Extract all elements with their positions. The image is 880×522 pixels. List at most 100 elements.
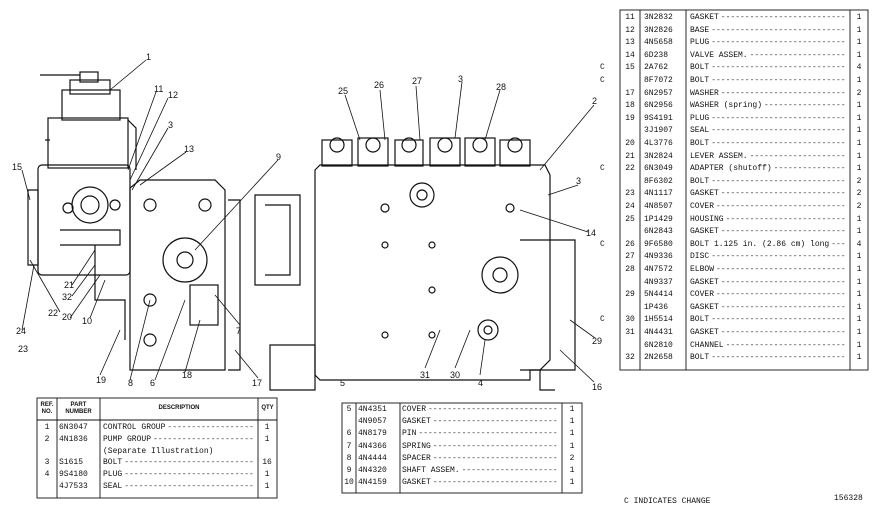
leader-dots: --------------------------- <box>428 405 558 414</box>
cell-qty: 1 <box>856 101 862 111</box>
cell-qty: 4 <box>856 239 862 249</box>
callout-6: 6 <box>150 378 156 388</box>
leader-dots: ---------------------------- <box>711 76 846 85</box>
callout-25: 25 <box>338 86 349 96</box>
cell-part: 3J1907 <box>644 126 673 136</box>
cell-desc: BOLT <box>690 353 710 363</box>
cell-part: 4N4444 <box>358 453 387 463</box>
cell-qty: 2 <box>856 202 862 211</box>
leader-dots: ---------------------------- <box>711 38 846 48</box>
cell-qty: 1 <box>856 340 862 350</box>
leader-dots: -------------------------- <box>720 227 846 237</box>
cell-part: 1H5514 <box>644 315 673 325</box>
cell-desc: GASKET <box>690 189 719 199</box>
leader-dots: -------------------------- <box>720 302 846 312</box>
callout-7: 7 <box>236 326 242 336</box>
cell-ref: 14 <box>625 50 635 60</box>
cell-qty: 1 <box>856 38 862 48</box>
cell-desc: GASKET <box>690 328 719 337</box>
callout-3: 3 <box>168 120 174 130</box>
cell-desc: (Separate Illustration) <box>103 446 214 456</box>
leader-dots: -------------------- <box>749 50 846 60</box>
cell-mark: C <box>600 315 605 325</box>
cell-desc: GASKET <box>690 302 719 312</box>
cell-ref: 11 <box>625 13 635 22</box>
cell-part: 6N2956 <box>644 101 673 111</box>
leader-dots: -------------------------- <box>432 417 558 427</box>
callout-10: 10 <box>82 316 93 326</box>
cell-part: 3N2832 <box>644 13 673 22</box>
callout-12: 12 <box>168 90 179 100</box>
cell-ref: 28 <box>625 265 635 274</box>
cell-part: S1615 <box>59 458 84 468</box>
cell-desc: GASKET <box>690 227 719 237</box>
cell-part: 6N2843 <box>644 227 673 237</box>
cell-part: 4N1117 <box>644 189 673 199</box>
callout-16: 16 <box>592 382 603 392</box>
cell-ref: 27 <box>625 252 635 262</box>
callout-27: 27 <box>412 76 423 86</box>
cell-part: 4N8507 <box>644 202 673 211</box>
callout-9: 9 <box>276 152 282 162</box>
cell-part: 8F6302 <box>644 176 673 186</box>
leader-dots: ----------------------------- <box>418 429 558 439</box>
cell-part: 4N7572 <box>644 265 673 274</box>
cell-mark: C <box>600 239 605 249</box>
cell-qty: 2 <box>856 189 862 199</box>
cell-part: 4N4320 <box>358 466 387 475</box>
cell-desc: BASE <box>690 25 710 35</box>
leader-dots: -------------------------- <box>720 88 846 98</box>
leader-dots: --------------------- <box>153 434 254 444</box>
table-borders <box>36 9 869 499</box>
cell-ref: 29 <box>625 290 635 300</box>
cell-desc: GASKET <box>402 478 431 488</box>
cell-ref: 8 <box>346 453 352 463</box>
cell-ref: 18 <box>625 101 635 111</box>
cell-ref: 10 <box>344 478 354 488</box>
cell-part: 4N1836 <box>59 434 88 444</box>
callout-31: 31 <box>420 370 431 380</box>
cell-qty: 1 <box>856 315 862 325</box>
cell-ref: 24 <box>625 202 635 211</box>
cell-qty: 1 <box>856 76 862 85</box>
control-group-drawing <box>40 71 137 170</box>
header-ref: REF. NO. <box>40 402 54 415</box>
cell-ref: 12 <box>625 25 635 35</box>
cell-part: 4N5658 <box>644 38 673 48</box>
cell-qty: 1 <box>856 328 862 337</box>
cell-part: 4J7533 <box>59 482 88 491</box>
cell-qty: 1 <box>856 214 862 224</box>
leader-dots: ------------------------- <box>725 340 846 350</box>
cell-qty: 1 <box>856 139 862 148</box>
cell-ref: 1 <box>44 423 50 432</box>
cell-desc: SEAL <box>690 126 710 136</box>
leader-dots: ---------------------------- <box>711 353 846 363</box>
cell-desc: SHAFT ASSEM. <box>402 466 460 475</box>
cell-ref: 19 <box>625 113 635 123</box>
cell-desc: COVER <box>690 290 715 300</box>
callout-1: 1 <box>146 52 152 62</box>
callout-13: 13 <box>184 144 195 154</box>
cell-qty: 2 <box>856 176 862 186</box>
cell-desc: BOLT <box>690 139 710 148</box>
cell-desc: SEAL <box>103 482 123 491</box>
cell-desc: DISC <box>690 252 710 262</box>
cell-desc: CONTROL GROUP <box>103 423 166 432</box>
cell-ref: 30 <box>625 315 635 325</box>
cell-ref: 25 <box>625 214 635 224</box>
callout-30: 30 <box>450 370 461 380</box>
callout-3: 3 <box>576 176 582 186</box>
cell-ref: 9 <box>346 466 352 475</box>
cell-qty: 1 <box>856 227 862 237</box>
cell-desc: LEVER ASSEM. <box>690 151 748 161</box>
cell-qty: 1 <box>856 50 862 60</box>
callout-26: 26 <box>374 80 385 90</box>
cell-desc: SPRING <box>402 441 431 451</box>
cell-ref: 6 <box>346 429 352 439</box>
leader-dots: ---------------------------- <box>711 126 846 136</box>
cell-ref: 13 <box>625 38 635 48</box>
callout-11: 11 <box>154 84 164 94</box>
